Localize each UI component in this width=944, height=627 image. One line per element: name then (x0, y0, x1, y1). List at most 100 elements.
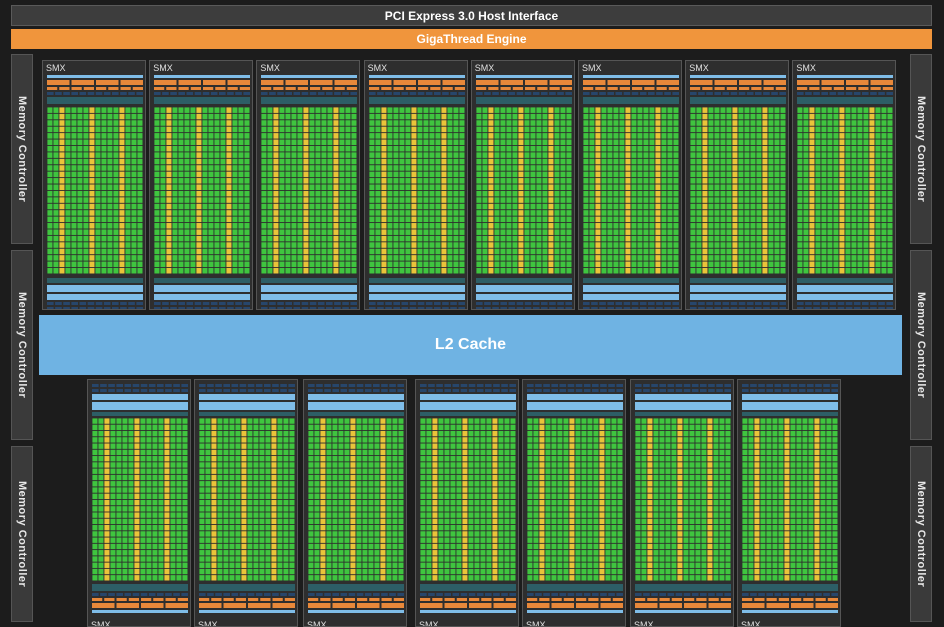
texture-unit (136, 307, 143, 310)
dispatch-unit (513, 87, 523, 90)
texture-unit (173, 389, 180, 392)
texture-unit (173, 384, 180, 387)
shared-memory-l1 (47, 285, 143, 292)
texture-unit (656, 307, 663, 310)
texture-unit (731, 307, 738, 310)
register-file-strip (278, 92, 285, 95)
texture-unit (716, 389, 723, 392)
smx-block: SMX (364, 60, 468, 310)
dispatch-unit (133, 87, 143, 90)
interconnect-network (797, 278, 893, 283)
texture-unit (318, 302, 325, 305)
register-file-strip (235, 92, 242, 95)
register-file-strip (823, 593, 830, 596)
texture-unit (799, 384, 806, 387)
texture-unit (80, 307, 87, 310)
texture-unit (664, 302, 671, 305)
texture-unit (501, 389, 508, 392)
warp-scheduler (166, 603, 189, 608)
texture-unit (838, 302, 845, 305)
texture-unit (417, 307, 424, 310)
texture-unit (501, 384, 508, 387)
texture-unit (672, 302, 679, 305)
shared-memory-l1 (797, 285, 893, 292)
read-only-cache (797, 294, 893, 300)
texture-unit (823, 384, 830, 387)
register-file-strip (332, 593, 339, 596)
register-file-strip (365, 593, 372, 596)
texture-unit (458, 302, 465, 305)
register-file-strip (351, 92, 358, 95)
register-file-strip (389, 593, 396, 596)
texture-unit (55, 302, 62, 305)
register-file-strip (244, 92, 251, 95)
texture-unit (635, 384, 642, 387)
texture-unit (434, 307, 441, 310)
register-file-strip (493, 593, 500, 596)
texture-unit (264, 389, 271, 392)
texture-unit (235, 302, 242, 305)
warp-scheduler (224, 603, 247, 608)
register-file-strip (310, 92, 317, 95)
register-file-strip (450, 92, 457, 95)
texture-unit (508, 302, 515, 305)
register-file-strip (179, 92, 186, 95)
texture-unit (248, 384, 255, 387)
texture-unit (608, 389, 615, 392)
dispatch-unit (166, 598, 176, 601)
instruction-cache (476, 75, 572, 78)
texture-unit (591, 302, 598, 305)
cuda-core-grid (420, 418, 515, 580)
register-file-strip (676, 593, 683, 596)
texture-unit (365, 384, 372, 387)
register-file-strip (125, 593, 132, 596)
texture-unit (758, 389, 765, 392)
cuda-core-grid (527, 418, 622, 580)
register-file-strip (324, 593, 331, 596)
texture-unit (565, 307, 572, 310)
register-file-strip (149, 593, 156, 596)
texture-unit (286, 307, 293, 310)
dispatch-unit (684, 598, 694, 601)
texture-unit (349, 389, 356, 392)
texture-unit (807, 389, 814, 392)
texture-unit (791, 389, 798, 392)
texture-unit (324, 389, 331, 392)
texture-unit (862, 302, 869, 305)
register-file-strip (335, 92, 342, 95)
register-file-strip (771, 92, 778, 95)
interconnect-network (154, 278, 250, 283)
register-file-strip (723, 92, 730, 95)
texture-unit (369, 302, 376, 305)
texture-unit (436, 384, 443, 387)
texture-unit (154, 302, 161, 305)
interconnect-network (690, 278, 786, 283)
dispatch-unit (117, 598, 127, 601)
texture-unit (458, 307, 465, 310)
read-only-cache (47, 294, 143, 300)
texture-unit (708, 384, 715, 387)
read-only-cache (92, 394, 188, 400)
warp-scheduler (739, 80, 762, 85)
register-file-strip (648, 92, 655, 95)
register-file-strip (96, 92, 103, 95)
register-file-strip (116, 593, 123, 596)
register-file-strip (261, 92, 268, 95)
read-only-cache (742, 394, 838, 400)
texture-unit (887, 302, 894, 305)
register-file-strip (133, 593, 140, 596)
texture-unit (436, 389, 443, 392)
register-file-strip (755, 92, 762, 95)
texture-unit (616, 302, 623, 305)
dispatch-unit (816, 598, 826, 601)
texture-unit (807, 384, 814, 387)
register-file-strip (100, 593, 107, 596)
register-file-strip (557, 92, 564, 95)
register-file-strip (500, 92, 507, 95)
texture-unit (149, 389, 156, 392)
dispatch-unit (96, 87, 106, 90)
texture-unit (223, 389, 230, 392)
dispatch-unit (260, 598, 270, 601)
register-file-strip (219, 92, 226, 95)
texture-unit (100, 389, 107, 392)
